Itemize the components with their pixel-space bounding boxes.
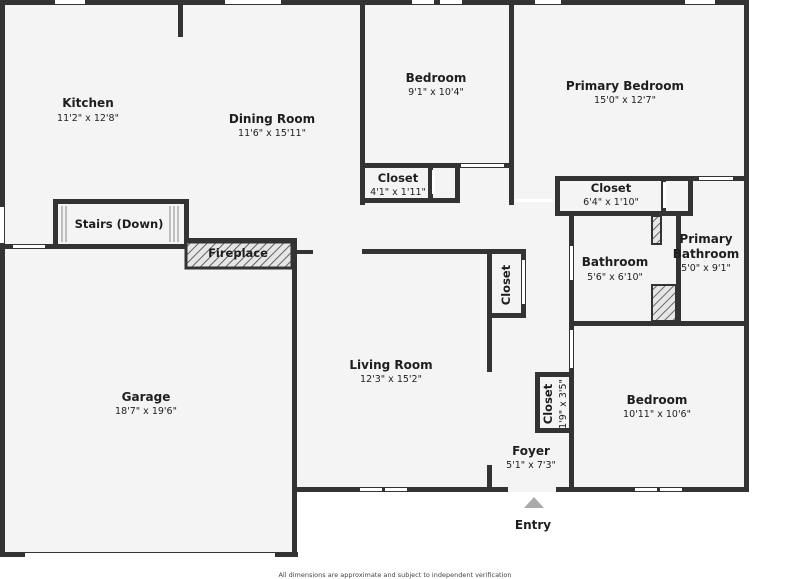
entry-arrow-icon (524, 497, 544, 508)
primary-bathroom-name-1: Primary (679, 232, 732, 246)
closet-left-name: Closet (378, 171, 419, 185)
fireplace-name: Fireplace (208, 246, 268, 260)
garage-dims: 18'7" x 19'6" (115, 406, 177, 417)
living-dims: 12'3" x 15'2" (360, 374, 422, 385)
bathroom-dims: 5'6" x 6'10" (587, 272, 643, 283)
kitchen-dims: 11'2" x 12'8" (57, 113, 119, 124)
windows (0, 0, 733, 557)
bedroom-top-name: Bedroom (406, 71, 467, 85)
primary-bedroom-name: Primary Bedroom (566, 79, 684, 93)
stairs-name: Stairs (Down) (75, 217, 164, 231)
closet-left-dims: 4'1" x 1'11" (370, 187, 426, 198)
closet-right-name: Closet (591, 181, 632, 195)
primary-bathroom-name-2: Bathroom (673, 247, 739, 261)
closet-right-dims: 6'4" x 1'10" (583, 197, 639, 208)
disclaimer: All dimensions are approximate and subje… (278, 571, 511, 579)
fixtures (58, 204, 677, 322)
foyer-name: Foyer (512, 444, 550, 458)
closet-hall-name: Closet (499, 264, 513, 305)
stairs-tread (58, 204, 184, 244)
foyer-dims: 5'1" x 7'3" (506, 460, 556, 471)
bathroom-cabinet (651, 215, 662, 245)
bedroom-top-dims: 9'1" x 10'4" (408, 87, 464, 98)
bedroom-bottom-dims: 10'11" x 10'6" (623, 409, 691, 420)
entry-door-gap (508, 487, 556, 492)
dining-name: Dining Room (229, 112, 315, 126)
primary-bedroom-dims: 15'0" x 12'7" (594, 95, 656, 106)
closet-foyer-dims: 1'9" x 3'5" (558, 379, 569, 429)
closet-foyer-name: Closet (541, 383, 555, 424)
entry-label: Entry (515, 518, 551, 532)
stairs-lines (61, 206, 179, 242)
living-name: Living Room (349, 358, 432, 372)
primary-bathroom-dims: 5'0" x 9'1" (681, 263, 731, 274)
bathroom-vanity (651, 284, 677, 322)
garage-name: Garage (122, 390, 171, 404)
bathroom-name: Bathroom (582, 255, 648, 269)
kitchen-name: Kitchen (62, 96, 114, 110)
bedroom-bottom-name: Bedroom (627, 393, 688, 407)
fireplace-hearth (184, 240, 294, 270)
dining-dims: 11'6" x 15'11" (238, 128, 306, 139)
